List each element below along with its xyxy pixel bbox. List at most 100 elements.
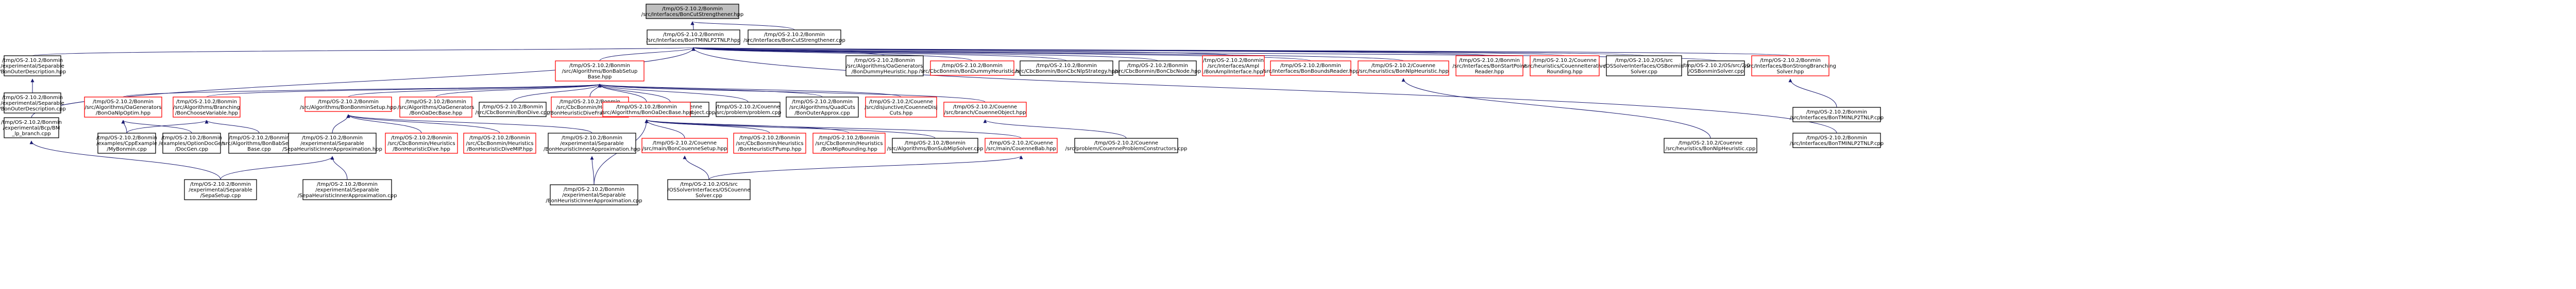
node-label-line: /BonHeuristicInnerApproximation.cpp	[546, 198, 642, 204]
edge-path	[346, 114, 422, 134]
node-label-line: /tmp/OS-2.10.2/Bonmin	[1760, 58, 1821, 63]
node-label-line: /src/CbcBonmin/Heuristics	[736, 141, 803, 147]
edge-path	[598, 84, 647, 103]
node-box	[845, 55, 924, 76]
graph-node-n-sep-inner[interactable]: /tmp/OS-2.10.2/Bonmin/experimental/Separ…	[282, 133, 382, 154]
graph-node-n-couenneobj[interactable]: /tmp/OS-2.10.2/Couenne/src/branch/Couenn…	[943, 102, 1027, 117]
graph-node-n-ampl[interactable]: /tmp/OS-2.10.2/Bonmin/src/Interfaces/Amp…	[1202, 55, 1265, 76]
node-box	[641, 138, 728, 153]
graph-node-n-fpump[interactable]: /tmp/OS-2.10.2/Bonmin/src/CbcBonmin/Heur…	[733, 133, 806, 154]
graph-node-n-divemip[interactable]: /tmp/OS-2.10.2/Bonmin/src/CbcBonmin/Heur…	[463, 133, 536, 154]
node-label-line: /BonHeuristicFPump.hpp	[738, 147, 801, 152]
node-label-line: /src/Interfaces/BonTMINLP2TNLP.hpp	[647, 38, 741, 43]
node-label-line: /experimental/Separable	[1, 63, 64, 69]
graph-node-n-tminlp2[interactable]: /tmp/OS-2.10.2/Bonmin/src/Interfaces/Bon…	[647, 29, 741, 45]
graph-node-n-bcp[interactable]: /tmp/OS-2.10.2/Bonmin/experimental/Bcp/B…	[1, 117, 62, 138]
node-label-line: /src/main/CouenneBab.hpp	[986, 146, 1056, 152]
graph-node-n-dummyh[interactable]: /tmp/OS-2.10.2/Bonmin/src/Algorithms/OaG…	[845, 55, 924, 76]
node-label-line: /tmp/OS-2.10.2/Couenne	[989, 140, 1053, 146]
graph-node-n-iterround[interactable]: /tmp/OS-2.10.2/Couenne/src/heuristics/Co…	[1523, 55, 1606, 76]
graph-node-n-mipround[interactable]: /tmp/OS-2.10.2/Bonmin/src/CbcBonmin/Heur…	[812, 133, 886, 154]
graph-node-n-boundsreader[interactable]: /tmp/OS-2.10.2/Bonmin/src/Interfaces/Bon…	[1262, 60, 1359, 76]
node-label-line: /tmp/OS-2.10.2/Bonmin	[1280, 63, 1341, 69]
node-label-line: /tmp/OS-2.10.2/Couenne	[653, 140, 717, 146]
node-label-line: /tmp/OS-2.10.2/Bonmin	[562, 135, 622, 141]
graph-node-n-couennebab[interactable]: /tmp/OS-2.10.2/Couenne/src/main/CouenneB…	[985, 138, 1058, 153]
graph-node-n-bonminsetup[interactable]: /tmp/OS-2.10.2/Bonmin/src/Algorithms/Bon…	[555, 60, 645, 82]
node-label-line: /src/Interfaces/BonStartPoint	[1452, 63, 1526, 69]
graph-edge	[31, 47, 696, 118]
graph-node-n-cbcdive[interactable]: /tmp/OS-2.10.2/Bonmin/src/CbcBonmin/BonD…	[476, 102, 550, 117]
graph-node-n-oscouenne[interactable]: /tmp/OS-2.10.2/OS/src/OSSolverInterfaces…	[667, 179, 751, 200]
graph-edge	[598, 84, 823, 98]
graph-node-n-bonminsetup2[interactable]: /tmp/OS-2.10.2/Bonmin/src/Algorithms/Bon…	[300, 97, 397, 112]
node-box	[1270, 60, 1351, 76]
graph-node-n-submip[interactable]: /tmp/OS-2.10.2/Bonmin/src/Algorithms/Bon…	[887, 138, 984, 153]
node-label-line: /src/CbcBonmin/Heuristics	[815, 141, 883, 147]
graph-node-n-cbcsetup[interactable]: /tmp/OS-2.10.2/Couenne/src/main/BonCouen…	[641, 138, 728, 153]
graph-node-n-strongbr[interactable]: /tmp/OS-2.10.2/Bonmin/src/Interfaces/Bon…	[1744, 55, 1836, 76]
graph-node-n-bonnlpheur-cpp[interactable]: /tmp/OS-2.10.2/Couenne/src/heuristics/Bo…	[1664, 138, 1757, 153]
graph-node-n-startpoint[interactable]: /tmp/OS-2.10.2/Bonmin/src/Interfaces/Bon…	[1452, 55, 1527, 76]
graph-node-n-dumheur[interactable]: /tmp/OS-2.10.2/Bonmin/src/CbcBonmin/BonD…	[919, 60, 1026, 76]
graph-node-n-ossolver[interactable]: /tmp/OS-2.10.2/OS/src/OSSolverInterfaces…	[1604, 55, 1684, 76]
node-label-line: Cuts.hpp	[890, 110, 913, 116]
node-box	[1664, 138, 1757, 153]
graph-node-n-lpstrat[interactable]: /tmp/OS-2.10.2/Bonmin/src/Algorithms/Bon…	[601, 102, 692, 117]
node-label-line: /experimental/Separable	[1, 101, 64, 106]
graph-node-n-disjcuts[interactable]: /tmp/OS-2.10.2/Couenne/src/disjunctive/C…	[865, 97, 938, 118]
graph-node-n-probcons[interactable]: /tmp/OS-2.10.2/Couenne/src/problem/Couen…	[1065, 138, 1188, 153]
edge-path	[330, 156, 348, 180]
graph-node-n-oanlp[interactable]: /tmp/OS-2.10.2/Bonmin/src/Algorithms/OaG…	[84, 97, 162, 118]
graph-edge	[1401, 78, 1711, 139]
node-label-line: /src/Interfaces/Ampl	[1208, 63, 1259, 69]
graph-node-n-outerdesc-hpp[interactable]: /tmp/OS-2.10.2/Bonmin/experimental/Separ…	[0, 55, 66, 76]
node-label-line: /tmp/OS-2.10.2/Bonmin	[2, 95, 63, 101]
graph-node-n-examples1[interactable]: /tmp/OS-2.10.2/Bonmin/examples/CppExampl…	[96, 133, 157, 154]
node-box	[930, 60, 1014, 76]
edge-path	[1788, 78, 1837, 108]
graph-node-n-quadcuts[interactable]: /tmp/OS-2.10.2/Bonmin/src/Algorithms/Qua…	[786, 97, 859, 118]
graph-edge	[512, 84, 602, 103]
node-label-line: /BonOuterDescription.cpp	[0, 106, 66, 112]
graph-node-n-divefrac[interactable]: /tmp/OS-2.10.2/Bonmin/src/CbcBonmin/Heur…	[385, 133, 458, 154]
graph-node-n-strongbr-cpp[interactable]: /tmp/OS-2.10.2/Bonmin/src/Interfaces/Bon…	[1790, 107, 1884, 122]
graph-node-n-cbcnode[interactable]: /tmp/OS-2.10.2/Bonmin/src/CbcBonmin/BonC…	[1114, 60, 1201, 76]
graph-node-n-tminlp2-cpp[interactable]: /tmp/OS-2.10.2/Bonmin/src/Interfaces/Bon…	[1790, 133, 1884, 148]
edge-path	[693, 47, 1791, 56]
node-box	[302, 179, 392, 200]
graph-edge	[598, 84, 986, 103]
graph-node-n-outerdesc-cpp[interactable]: /tmp/OS-2.10.2/Bonmin/experimental/Separ…	[0, 92, 66, 114]
node-label-line: /src/main/BonCouenneSetup.hpp	[642, 146, 727, 152]
graph-node-n-babbase[interactable]: /tmp/OS-2.10.2/Bonmin/src/Algorithms/Bon…	[222, 133, 297, 154]
node-label-line: /SepaHeuristicInnerApproximation.cpp	[298, 193, 397, 199]
node-box	[786, 97, 859, 118]
graph-node-n-sepa-inner-cpp[interactable]: /tmp/OS-2.10.2/Bonmin/experimental/Separ…	[298, 179, 397, 200]
node-label-line: /experimental/Separable	[189, 187, 252, 193]
graph-node-n-oadec[interactable]: /tmp/OS-2.10.2/Bonmin/src/Algorithms/OaG…	[398, 97, 474, 118]
node-label-line: Reader.hpp	[1475, 69, 1504, 75]
graph-node-n-examples2[interactable]: /tmp/OS-2.10.2/Bonmin/examples/OptionDoc…	[159, 133, 225, 154]
graph-node-n-nlpheur[interactable]: /tmp/OS-2.10.2/Couenne/src/heuristics/Bo…	[1358, 60, 1449, 76]
node-box	[1074, 138, 1178, 153]
node-label-line: /OSBonminSolver.cpp	[1688, 69, 1744, 74]
node-label-line: /tmp/OS-2.10.2/Bonmin	[318, 99, 379, 105]
graph-node-n-nlpstrat[interactable]: /tmp/OS-2.10.2/Bonmin/src/CbcBonmin/BonC…	[1015, 60, 1118, 76]
node-label-line: /BonHeuristicDive.hpp	[393, 147, 450, 152]
node-label-line: /tmp/OS-2.10.2/OS/src/2.0	[1682, 63, 1750, 69]
node-label-line: /tmp/OS-2.10.2/Bonmin	[1203, 58, 1264, 63]
graph-node-root[interactable]: /tmp/OS-2.10.2/Bonmin/src/Interfaces/Bon…	[641, 4, 744, 19]
node-label-line: /tmp/OS-2.10.2/Bonmin	[942, 63, 1003, 69]
graph-node-n-bon-inner-cpp[interactable]: /tmp/OS-2.10.2/Bonmin/experimental/Separ…	[546, 184, 642, 205]
graph-node-n-chooser[interactable]: /tmp/OS-2.10.2/Bonmin/src/Algorithms/Bra…	[173, 97, 241, 118]
node-box	[646, 4, 739, 19]
node-label-line: /SepaSetup.cpp	[200, 193, 241, 199]
graph-node-n-problem[interactable]: /tmp/OS-2.10.2/Couenne/src/problem/probl…	[715, 102, 782, 117]
node-label-line: /experimental/Bcp/BM	[3, 125, 60, 131]
graph-node-n-sepasetup[interactable]: /tmp/OS-2.10.2/Bonmin/experimental/Separ…	[184, 179, 257, 200]
node-box	[555, 60, 645, 82]
graph-node-n-innerapprox[interactable]: /tmp/OS-2.10.2/Bonmin/experimental/Separ…	[544, 133, 640, 154]
graph-node-n-oscou[interactable]: /tmp/OS-2.10.2/OS/src/2.0/OSBonminSolver…	[1682, 60, 1750, 76]
graph-node-n-cutstr-cpp[interactable]: /tmp/OS-2.10.2/Bonmin/src/Interfaces/Bon…	[743, 29, 845, 45]
graph-edge	[123, 84, 601, 98]
